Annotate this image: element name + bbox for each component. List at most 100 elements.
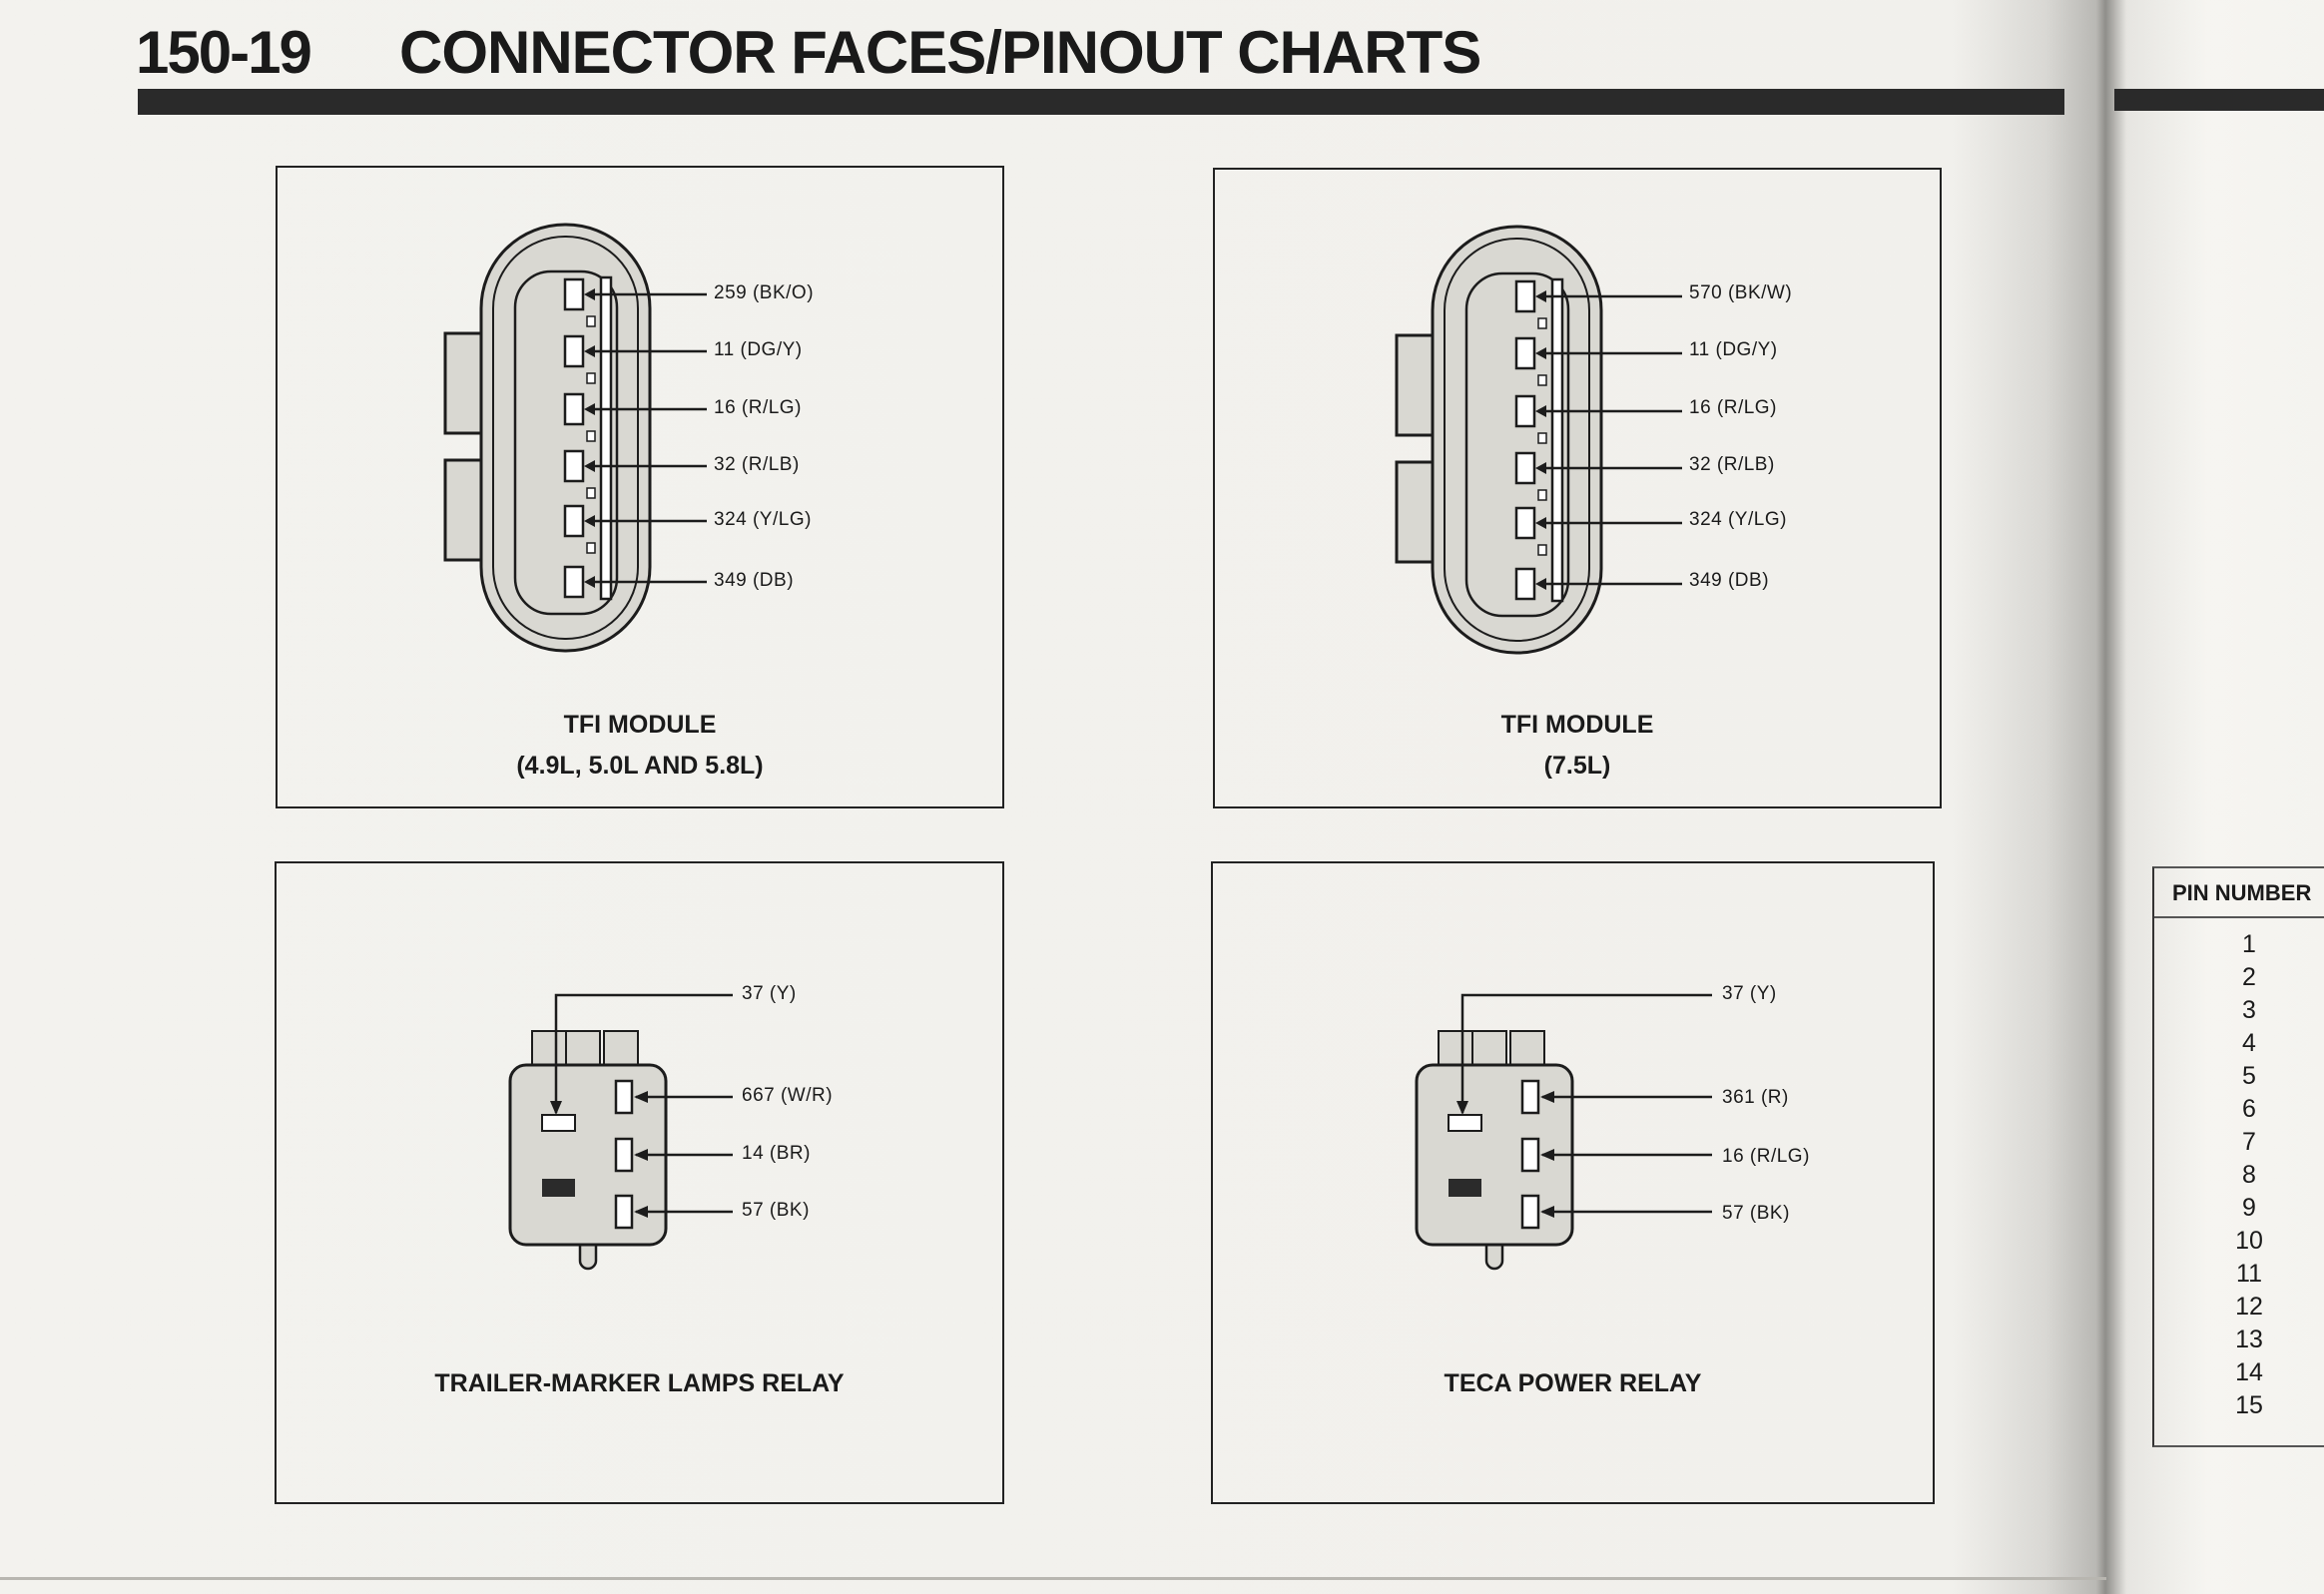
latch-detail [586,487,596,499]
latch-detail [1537,374,1547,386]
arrow-icon [1540,1149,1554,1161]
pin-number: 14 [2235,1358,2263,1386]
relay-latch [531,1030,567,1068]
pin-label: 349 (DB) [714,570,795,591]
locking-tab [443,458,485,562]
pin-label: 324 (Y/LG) [1689,509,1787,530]
pin-label: 570 (BK/W) [1689,282,1793,303]
diagram-title: TECA POWER RELAY [1444,1369,1702,1397]
connector-cavity [1464,271,1570,618]
pin-terminal [1514,394,1536,428]
pin-terminal [563,392,585,426]
pin-label: 37 (Y) [1722,983,1777,1004]
arrow-icon [584,460,595,472]
pin-terminal [614,1194,634,1230]
blocked-terminal [1449,1179,1481,1197]
arrow-icon [584,403,595,415]
terminal-bar [599,275,613,601]
diagram-subtitle: (7.5L) [1543,752,1611,780]
pin-label: 259 (BK/O) [714,282,815,303]
pin-terminal [1514,336,1536,370]
pin-terminal [1514,451,1536,485]
pin-number: 15 [2235,1391,2263,1419]
pin-label: 16 (R/LG) [714,397,802,418]
latch-detail [1537,432,1547,444]
pin-terminal [614,1137,634,1173]
latch-detail [586,430,596,442]
arrow-icon [584,345,595,357]
pin-number: 8 [2242,1161,2256,1189]
pin-label: 37 (Y) [742,983,797,1004]
pin-label: 11 (DG/Y) [714,339,803,360]
pin-label: 324 (Y/LG) [714,509,812,530]
pin-terminal [1520,1079,1540,1115]
pin-number: 9 [2242,1194,2256,1222]
pin-terminal [1448,1114,1482,1132]
relay-connector-face [1415,993,1712,1271]
pin-number: 3 [2242,996,2256,1024]
diagram-title: TFI MODULE [563,711,717,739]
page-title: CONNECTOR FACES/PINOUT CHARTS [399,19,1481,86]
tfi-module-small-v8-panel: 259 (BK/O) 11 (DG/Y) 16 (R/LG) 32 (R/LB)… [276,166,1004,808]
arrow-icon [1535,517,1546,529]
relay-latch [1438,1030,1473,1068]
pin-label: 57 (BK) [742,1200,810,1221]
pin-terminal [1514,506,1536,540]
latch-detail [1537,544,1547,556]
pin-number-header: PIN NUMBER [2154,868,2324,918]
arrow-icon [1540,1091,1554,1103]
arrow-icon [550,1101,562,1115]
arrow-icon [584,576,595,588]
relay-latch [1509,1030,1545,1068]
arrow-icon [1535,462,1546,474]
tfi-module-7-5l-panel: 570 (BK/W) 11 (DG/Y) 16 (R/LG) 32 (R/LB)… [1213,168,1942,808]
pin-terminal [563,504,585,538]
pin-label: 16 (R/LG) [1689,397,1777,418]
connector-cavity [513,269,619,616]
pin-terminal [541,1114,576,1132]
pin-terminal [1514,567,1536,601]
blocked-terminal [542,1179,575,1197]
pin-number: 4 [2242,1029,2256,1057]
latch-detail [586,372,596,384]
page-number: 150-19 [136,19,312,86]
pin-leader-line [1460,993,1712,1113]
teca-power-relay-panel: 37 (Y) 361 (R) 16 (R/LG) 57 (BK) TECA PO… [1211,861,1935,1504]
locking-tab [1395,460,1437,564]
pin-number: 11 [2236,1260,2262,1288]
arrow-icon [634,1206,648,1218]
relay-connector-face [508,993,733,1271]
diagram-subtitle: (4.9L, 5.0L AND 5.8L) [516,752,764,780]
terminal-bar [1550,277,1564,603]
latch-detail [586,542,596,554]
page-bottom-edge [0,1577,2106,1580]
latch-detail [1537,317,1547,329]
pin-leader-line [554,993,733,1113]
pin-number: 1 [2242,930,2256,958]
header-rule [138,89,2064,115]
pin-label: 349 (DB) [1689,570,1770,591]
pin-label: 361 (R) [1722,1087,1789,1108]
arrow-icon [584,288,595,300]
arrow-icon [1535,347,1546,359]
facing-page-header-rule [2114,89,2324,111]
pin-label: 57 (BK) [1722,1203,1790,1224]
arrow-icon [1535,290,1546,302]
arrow-icon [1540,1206,1554,1218]
connector-seal [1444,238,1590,642]
pin-number: 13 [2235,1326,2263,1353]
latch-detail [1537,489,1547,501]
pin-label: 32 (R/LB) [1689,454,1775,475]
pin-number: 10 [2235,1227,2263,1255]
pin-terminal [1520,1194,1540,1230]
arrow-icon [1535,578,1546,590]
pin-label: 11 (DG/Y) [1689,339,1778,360]
connector-seal [492,236,639,640]
latch-detail [586,315,596,327]
pin-terminal [1514,279,1536,313]
relay-latch [1471,1030,1507,1068]
arrow-icon [1535,405,1546,417]
arrow-icon [634,1149,648,1161]
pin-label: 32 (R/LB) [714,454,800,475]
